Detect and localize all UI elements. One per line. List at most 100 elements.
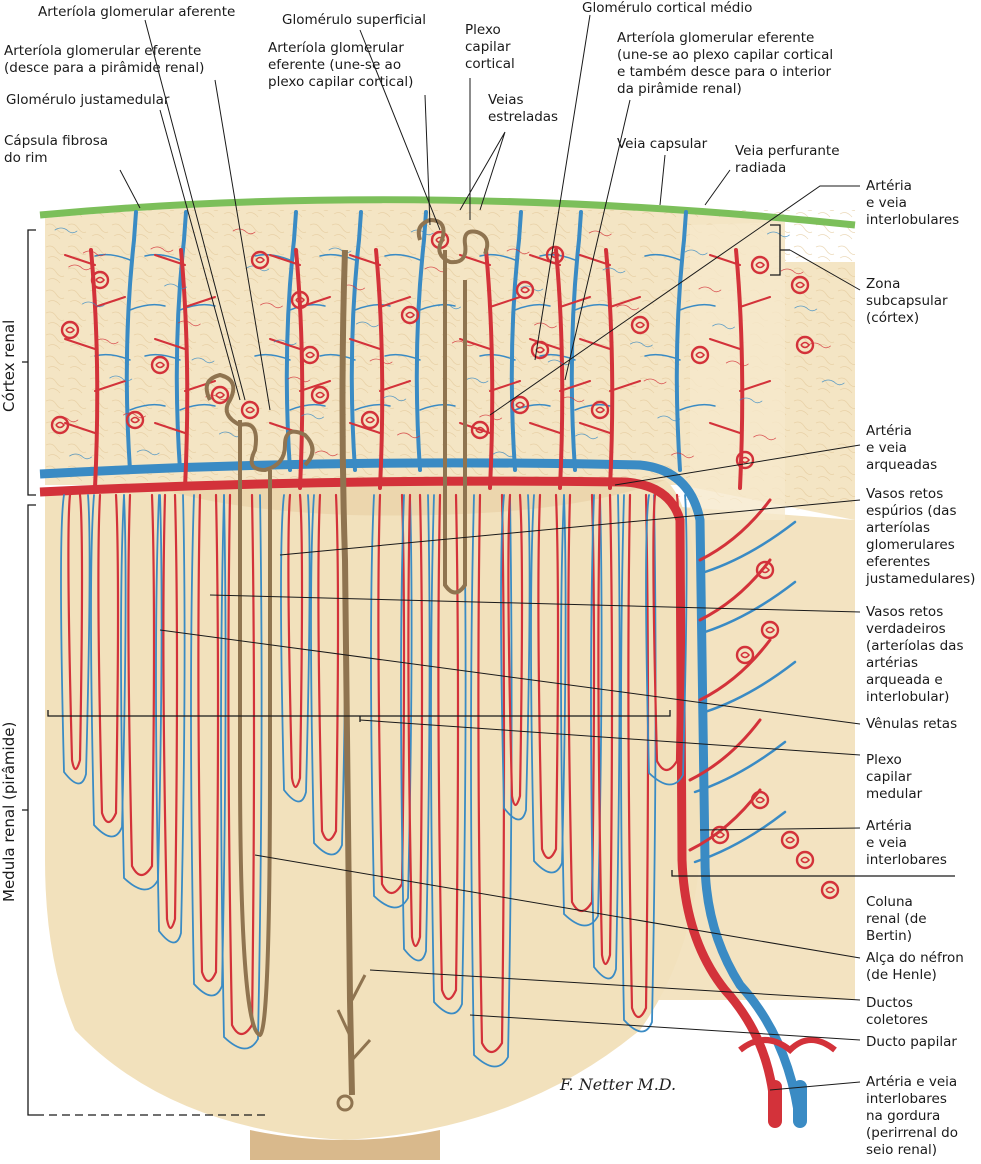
column-vein-branch <box>703 520 797 574</box>
capillary <box>136 449 160 456</box>
label-glomerulo-cortical-medio: Glomérulo cortical médio <box>582 0 753 16</box>
venule-branch <box>514 403 551 411</box>
glomerulus <box>125 410 145 430</box>
glomerulus <box>710 825 730 845</box>
glomerulus <box>750 255 770 275</box>
venula-reta <box>645 494 688 786</box>
afferent-branch <box>489 296 521 308</box>
interlobular-vein <box>674 210 688 472</box>
venula-reta <box>560 494 603 927</box>
capillary <box>95 338 119 345</box>
afferent-branch <box>709 422 741 434</box>
capillary <box>698 286 722 293</box>
capillary <box>575 433 598 440</box>
label-arteria-veia-arqueadas: Artéria e veia arqueadas <box>866 423 938 473</box>
glomerulus-tuft <box>295 296 306 304</box>
glomerulus-tuft <box>475 426 486 434</box>
column-artery-branch <box>688 718 762 782</box>
afferent-branch <box>299 380 331 392</box>
afferent-branch <box>269 338 301 350</box>
interlobar-artery-end <box>768 1080 782 1128</box>
capillary <box>232 228 256 235</box>
interlobular-artery <box>734 248 745 490</box>
glomerulus <box>735 645 755 665</box>
pyramid-top-band <box>150 480 665 516</box>
capillary <box>273 339 297 346</box>
venule-branch <box>679 303 716 311</box>
venule-branch <box>289 403 326 411</box>
afferent-branch <box>489 380 521 392</box>
column-bracket <box>671 870 955 877</box>
label-glomerulo-superficial: Glomérulo superficial <box>282 12 427 28</box>
capillary <box>671 452 694 459</box>
vasa-recta-arteriole <box>507 493 524 807</box>
plexus-bracket <box>47 710 671 722</box>
venule-branch <box>574 303 611 311</box>
interlobar-vein-end <box>793 1080 807 1128</box>
label-alca-nefron: Alça do néfron (de Henle) <box>866 950 964 983</box>
capillary <box>588 230 612 237</box>
glomerulus-tuft <box>365 416 376 424</box>
capillary <box>438 303 461 310</box>
glomerulus-tuft <box>55 421 66 429</box>
juxtamedullary-convolution <box>204 372 315 473</box>
glomerulus-tuft <box>155 361 166 369</box>
capillary <box>356 321 379 328</box>
venule-branch <box>479 253 516 261</box>
interlobular-artery <box>604 248 615 490</box>
glomerulus <box>780 830 800 850</box>
venula-reta <box>370 494 413 909</box>
column-vein-branch <box>703 660 797 714</box>
capillary <box>643 378 667 385</box>
venula-reta <box>220 494 263 1050</box>
label-zona-subcapsular: Zona subcapsular (córtex) <box>866 276 948 326</box>
vasa-recta-arteriole <box>407 493 424 948</box>
subcapsular-zone <box>690 222 785 520</box>
afferent-branch <box>709 254 741 266</box>
artist-signature: F. Netter M.D. <box>560 1075 677 1094</box>
vasa-recta-arteriole <box>537 493 560 860</box>
venule-branch <box>419 303 456 311</box>
venula-reta <box>155 494 186 944</box>
afferent-branch <box>349 254 381 266</box>
capillary <box>465 377 489 384</box>
vasa-recta-arteriole <box>162 493 179 930</box>
capillary <box>493 451 516 458</box>
glomerulus-tuft <box>130 416 141 424</box>
afferent-branch <box>269 254 301 266</box>
glomerulus <box>360 410 380 430</box>
afferent-branch <box>739 296 771 308</box>
papilla-base <box>250 1130 440 1160</box>
interlobular-vein <box>414 210 428 472</box>
afferent-branch <box>559 380 591 392</box>
glomerulus-tuft <box>765 626 776 634</box>
glomerulus <box>545 245 565 265</box>
glomerulus-tuft <box>740 651 751 659</box>
interlobular-artery <box>374 248 385 490</box>
capillary <box>164 283 187 290</box>
afferent-branch <box>379 296 411 308</box>
capillary <box>479 414 503 421</box>
label-arteriola-eferente-desce: Arteríola glomerular eferente (desce par… <box>4 43 205 76</box>
venule-branch <box>479 353 516 361</box>
glomerulus <box>530 340 550 360</box>
venule-branch <box>644 253 681 261</box>
label-plexo-capilar-cortical: Plexo capilar cortical <box>465 22 515 72</box>
capillary <box>177 320 201 327</box>
vasa-recta-arteriole <box>317 493 340 842</box>
venule-branch <box>644 353 681 361</box>
interlobar-vessels-fat <box>738 1037 837 1055</box>
venula-reta <box>190 494 227 997</box>
column-artery-branch <box>698 638 772 702</box>
capillary <box>534 322 557 329</box>
glomerulus-tuft <box>405 311 416 319</box>
medulla-bracket <box>22 504 36 1116</box>
capillary <box>547 359 571 366</box>
capillary <box>328 247 352 254</box>
glomerulus-tuft <box>315 391 326 399</box>
label-capsula-fibrosa: Cápsula fibrosa do rim <box>4 133 109 166</box>
glomerulus <box>750 790 770 810</box>
venule-branch <box>94 253 131 261</box>
glomerulus-tuft <box>785 836 796 844</box>
glomerulus-tuft <box>245 406 256 414</box>
